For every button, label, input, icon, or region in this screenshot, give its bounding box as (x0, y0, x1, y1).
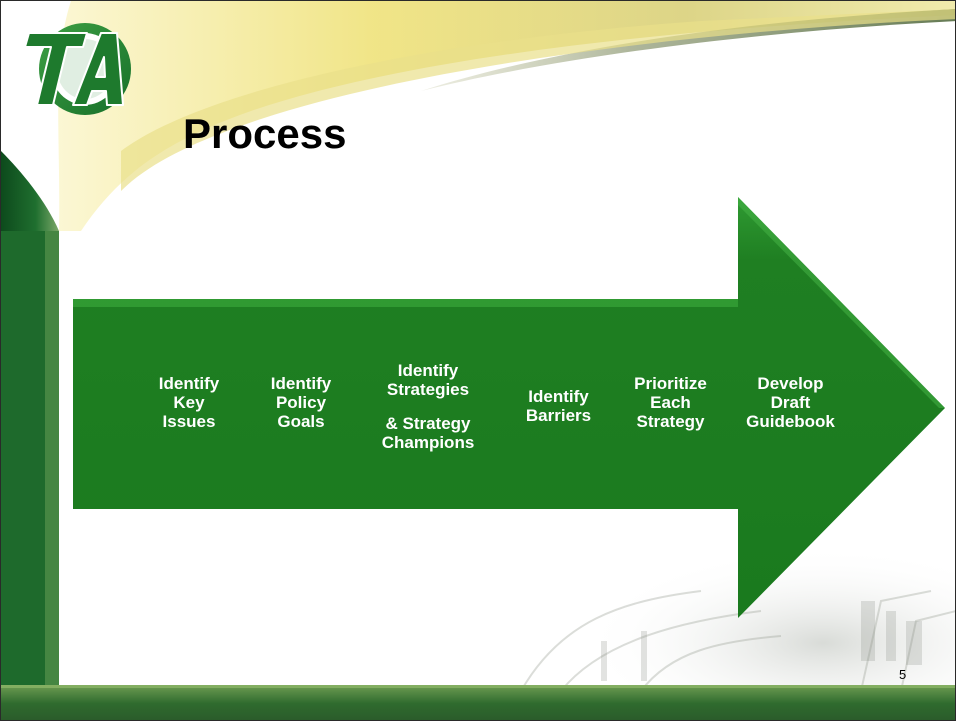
page-number: 5 (899, 667, 907, 682)
step-prioritize-each-strategy: Prioritize Each Strategy (634, 374, 707, 431)
step-identify-key-issues: Identify Key Issues (158, 374, 220, 431)
step-identify-barriers: Identify Barriers (525, 387, 592, 425)
step-identify-strategies: Identify Strategies (386, 361, 470, 399)
step-develop-draft-guidebook: Develop Draft Guidebook (746, 374, 835, 431)
slide-title: Process (183, 110, 347, 157)
step-identify-policy-goals: Identify Policy Goals (270, 374, 332, 431)
step-strategy-champions: & Strategy Champions (381, 414, 475, 452)
ta-logo (24, 23, 131, 115)
